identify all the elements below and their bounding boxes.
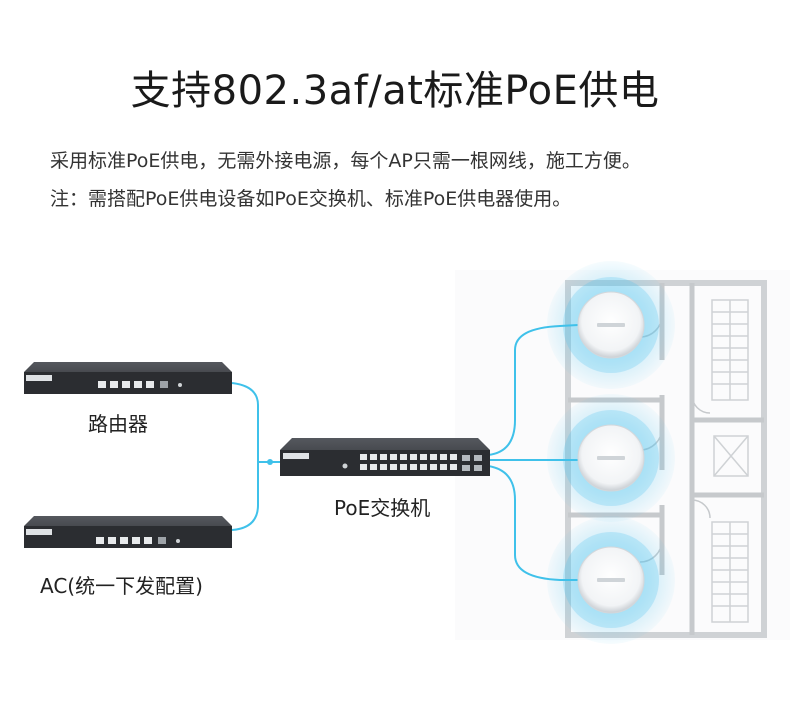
router-device xyxy=(24,362,232,394)
access-point-3 xyxy=(577,546,645,614)
poe-switch-device xyxy=(280,438,490,476)
description-line-2: 注：需搭配PoE供电设备如PoE交换机、标准PoE供电器使用。 xyxy=(50,188,572,210)
description-line-1: 采用标准PoE供电，无需外接电源，每个AP只需一根网线，施工方便。 xyxy=(50,150,641,172)
stairs-top xyxy=(711,299,749,401)
router-label: 路由器 xyxy=(88,412,148,436)
ac-label: AC(统一下发配置) xyxy=(40,574,203,598)
network-diagram xyxy=(24,261,790,644)
stairs-bottom xyxy=(711,521,749,623)
cable-junction xyxy=(267,459,273,465)
ac-device xyxy=(24,516,232,548)
switch-label: PoE交换机 xyxy=(334,496,431,520)
network-cables xyxy=(231,324,580,581)
elevator-shaft xyxy=(713,435,749,477)
page-title: 支持802.3af/at标准PoE供电 xyxy=(130,68,660,114)
access-point-1 xyxy=(577,291,645,359)
access-point-2 xyxy=(577,424,645,492)
